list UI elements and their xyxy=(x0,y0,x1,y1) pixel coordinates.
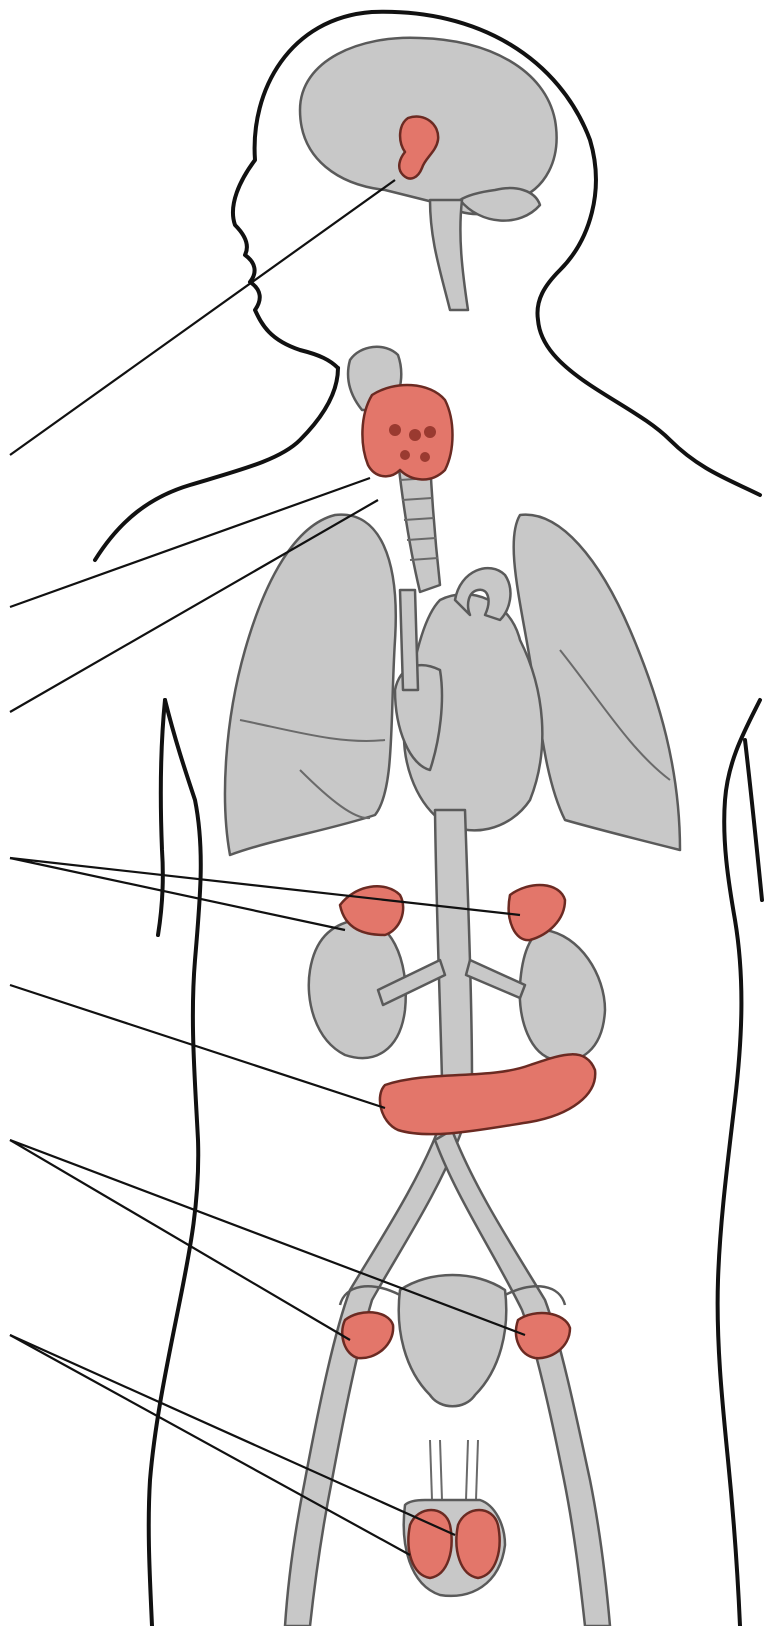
right-torso-outline xyxy=(718,700,760,1626)
spermatic-cords xyxy=(430,1440,478,1500)
left-lung xyxy=(225,515,396,855)
pancreas xyxy=(380,1054,595,1134)
aorta xyxy=(435,810,472,1080)
leader-line-pituitary xyxy=(10,180,395,455)
left-testis xyxy=(408,1510,451,1578)
left-ovary xyxy=(342,1312,393,1358)
left-arm-inner xyxy=(158,700,165,935)
right-lung xyxy=(514,515,680,850)
spinal-cord xyxy=(430,200,468,310)
vena-cava-upper xyxy=(400,590,418,690)
uterus xyxy=(399,1275,507,1406)
right-kidney xyxy=(520,930,605,1061)
organs xyxy=(225,38,680,1626)
left-shoulder-outline xyxy=(95,368,338,560)
right-arm-inner xyxy=(745,740,762,900)
leader-line-adrenal-left xyxy=(10,858,345,930)
leader-line-testis-right xyxy=(10,1335,455,1535)
right-testis xyxy=(456,1510,499,1578)
left-torso-outline xyxy=(149,700,201,1626)
thyroid-gland xyxy=(362,385,452,479)
